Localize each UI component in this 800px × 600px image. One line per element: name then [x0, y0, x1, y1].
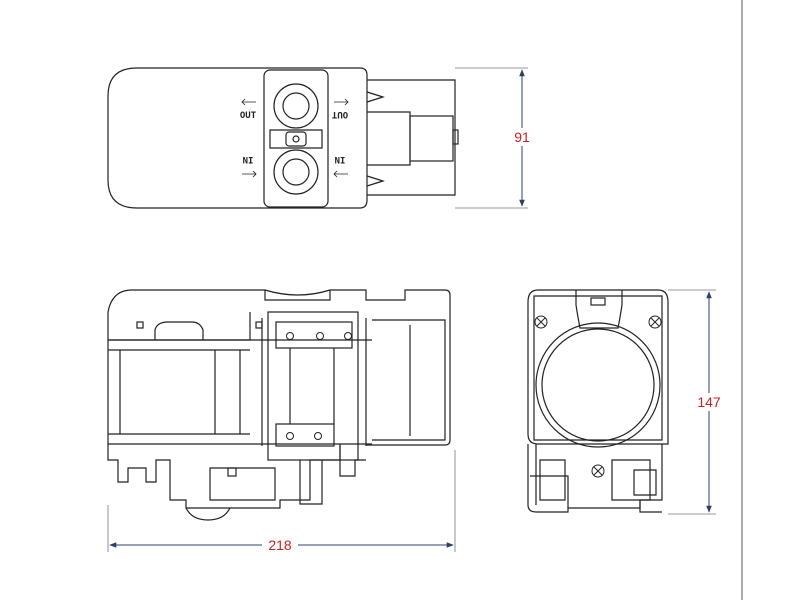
dimension-length: 218	[107, 450, 456, 554]
dimension-width: 91	[455, 67, 536, 209]
dimension-label-height: 147	[697, 394, 721, 410]
front-view	[527, 289, 669, 513]
flow-arrow-in-right	[333, 170, 348, 178]
flow-arrow-in-left	[242, 170, 257, 178]
dimension-height: 147	[668, 289, 728, 515]
port-labels: OUT OUT IN IN	[240, 109, 348, 164]
port-label-out-right: OUT	[331, 109, 348, 119]
port-label-in-right: IN	[335, 154, 346, 164]
side-view	[107, 289, 451, 521]
flow-arrow-out-right	[334, 98, 349, 106]
flow-arrow-out-left	[241, 98, 256, 106]
bracket-rivets	[286, 332, 352, 440]
port-label-out-left: OUT	[240, 111, 257, 121]
top-view	[107, 67, 459, 209]
front-screws	[534, 315, 662, 478]
port-label-in-left: IN	[243, 154, 254, 164]
dimension-label-width: 91	[514, 129, 530, 145]
dimension-label-length: 218	[268, 537, 292, 553]
flow-arrows	[241, 98, 349, 178]
